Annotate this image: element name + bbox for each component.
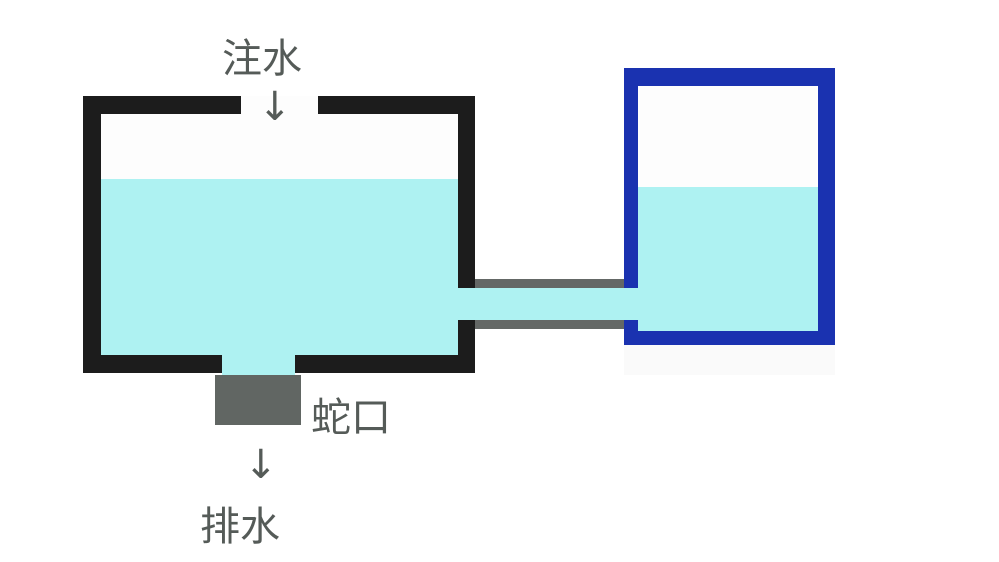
- drain-label: 排水: [200, 504, 280, 550]
- side-container-water: [638, 187, 818, 333]
- main-tank-bottom-left-wall: [83, 355, 222, 373]
- side-container-left-wall-upper: [624, 68, 638, 288]
- main-tank-bottom-right-wall: [295, 355, 475, 373]
- pipe-lower-wall: [475, 320, 626, 329]
- main-tank: [83, 96, 475, 373]
- faucet-block: [215, 375, 301, 425]
- side-container-right-wall: [818, 68, 835, 345]
- inlet-arrow-icon: ↓: [258, 84, 292, 130]
- pipe-upper-wall: [475, 279, 626, 288]
- pipe-water: [458, 288, 660, 320]
- main-tank-water: [101, 179, 458, 355]
- main-tank-left-wall: [83, 96, 101, 373]
- side-container: [624, 68, 835, 375]
- side-container-bottom-wall: [624, 331, 835, 345]
- main-tank-top-left-wall: [83, 96, 241, 114]
- side-container-top-wall: [624, 68, 835, 86]
- inlet-label: 注水: [222, 36, 302, 82]
- side-container-base-shadow: [624, 345, 835, 375]
- connecting-pipe: [458, 279, 660, 329]
- faucet-label: 蛇口: [311, 395, 391, 441]
- main-tank-top-right-wall: [318, 96, 475, 114]
- main-tank-right-wall: [458, 96, 475, 373]
- drain-outlet-water: [222, 355, 295, 377]
- inlet-opening: [241, 96, 318, 156]
- drain-arrow-icon: ↓: [244, 442, 278, 488]
